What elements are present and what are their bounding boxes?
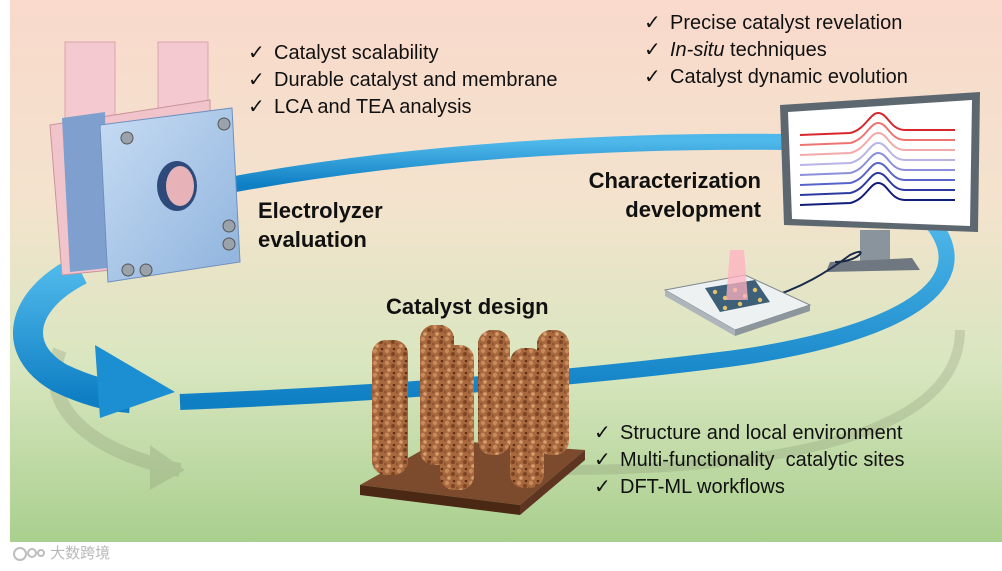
catalyst-pillar — [372, 340, 408, 475]
cycle-ring-front — [179, 214, 955, 410]
characterization-bullet-list: ✓Precise catalyst revelation ✓In-situ te… — [644, 10, 908, 91]
catalyst-pillar — [478, 330, 510, 455]
bullet-item: ✓Catalyst scalability — [248, 42, 439, 64]
bullet-item: ✓In-situ techniques — [644, 39, 827, 61]
characterization-title: Characterization development — [588, 168, 761, 222]
catalyst-pillar — [440, 345, 474, 490]
cycle-ring-back — [228, 133, 791, 193]
catalyst-pillar — [537, 330, 569, 455]
sample-stage-illustration — [663, 250, 812, 336]
watermark: 大数跨境 — [12, 542, 110, 563]
bullet-item: ✓Durable catalyst and membrane — [248, 69, 558, 91]
bullet-item: ✓Multi-functionality catalytic sites — [594, 449, 905, 471]
watermark-logo-icon — [13, 547, 45, 562]
bullet-item: ✓LCA and TEA analysis — [248, 96, 472, 118]
cycle-arrowhead-icon — [95, 345, 175, 418]
electrolyzer-illustration — [49, 41, 241, 283]
bullet-item: ✓DFT-ML workflows — [594, 476, 785, 498]
catalyst-pillar — [510, 348, 544, 488]
catalyst-pillars-illustration — [360, 325, 585, 515]
bullet-item: ✓Catalyst dynamic evolution — [644, 66, 908, 88]
bullet-item: ✓Structure and local environment — [594, 422, 903, 444]
monitor-illustration — [759, 92, 980, 301]
bullet-item: ✓Precise catalyst revelation — [644, 12, 903, 34]
spectra-lines — [799, 111, 955, 206]
electrolyzer-title: Electrolyzer evaluation — [258, 198, 383, 252]
catalyst-bullet-list: ✓Structure and local environment ✓Multi-… — [594, 420, 905, 501]
catalyst-title: Catalyst design — [386, 294, 549, 319]
electrolyzer-bullet-list: ✓Catalyst scalability ✓Durable catalyst … — [248, 40, 557, 121]
